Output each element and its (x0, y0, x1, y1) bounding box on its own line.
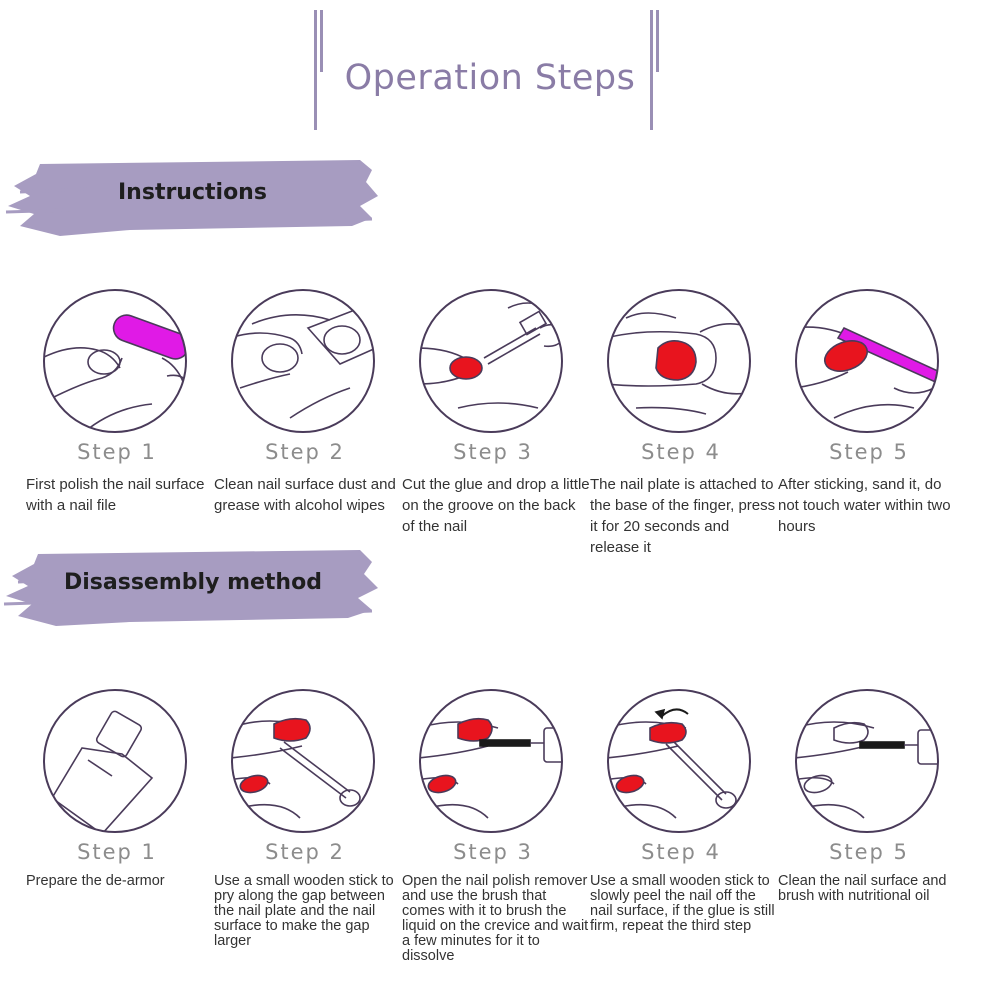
title-bar-right-short (656, 10, 659, 72)
step-number: Step 5 (829, 840, 909, 864)
peel-nail-illustration (607, 689, 751, 833)
step-number: Step 5 (829, 440, 909, 464)
step-description: After sticking, sand it, do not touch wa… (778, 476, 951, 535)
press-nail-illustration (607, 289, 751, 433)
sanding-illustration (795, 289, 939, 433)
brush-stroke-banner (5, 160, 378, 236)
step-number: Step 2 (265, 840, 345, 864)
brush-stroke-banner (3, 550, 378, 626)
title-bar-left (314, 10, 317, 130)
step-number: Step 1 (77, 840, 157, 864)
alcohol-wipe-illustration (231, 289, 375, 433)
step-description: Open the nail polish remover and use the… (402, 873, 589, 964)
nail-file-illustration (43, 289, 187, 433)
step-number: Step 3 (453, 440, 533, 464)
title-block: Operation Steps (300, 10, 680, 135)
nutritional-oil-illustration (795, 689, 939, 833)
step-description: Cut the glue and drop a little on the gr… (402, 476, 590, 535)
title-bar-right (650, 10, 653, 130)
wooden-stick-pry-illustration (231, 689, 375, 833)
remover-bottle-illustration (43, 689, 187, 833)
step-number: Step 4 (641, 840, 721, 864)
remover-brush-illustration (419, 689, 563, 833)
disassembly-header: Disassembly method (0, 542, 400, 632)
step-description: Prepare the de-armor (26, 873, 165, 889)
step-description: Use a small wooden stick to slowly peel … (590, 873, 775, 934)
step-description: Clean nail surface dust and grease with … (214, 476, 396, 514)
page-title: Operation Steps (344, 58, 636, 98)
step-number: Step 4 (641, 440, 721, 464)
step-number: Step 2 (265, 440, 345, 464)
section-label-instructions: Instructions (118, 180, 267, 205)
step-description: The nail plate is attached to the base o… (590, 476, 776, 556)
glue-drop-illustration (419, 289, 563, 433)
instructions-header: Instructions (0, 152, 400, 242)
step-number: Step 3 (453, 840, 533, 864)
step-description: First polish the nail surface with a nai… (26, 476, 205, 514)
title-bar-left-short (320, 10, 323, 72)
step-number: Step 1 (77, 440, 157, 464)
step-description: Clean the nail surface and brush with nu… (778, 873, 947, 904)
section-label-disassembly: Disassembly method (64, 570, 322, 595)
step-description: Use a small wooden stick to pry along th… (214, 873, 394, 949)
